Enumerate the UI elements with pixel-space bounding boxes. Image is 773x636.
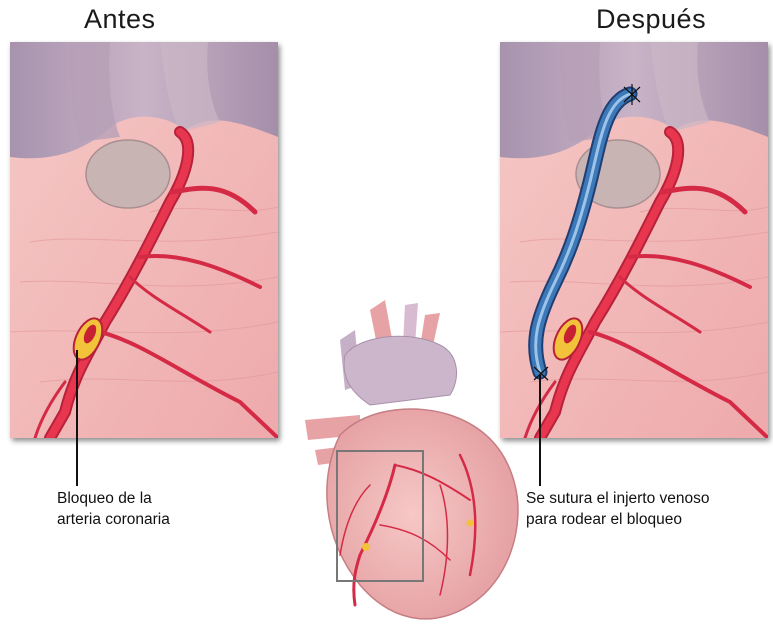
blockage-leader-line <box>76 350 78 486</box>
before-panel <box>10 42 278 438</box>
graft-leader-line <box>539 375 541 486</box>
before-illustration <box>10 42 278 438</box>
after-title: Después <box>596 4 706 35</box>
graft-caption-line2: para rodear el bloqueo <box>526 509 710 530</box>
graft-caption: Se sutura el injerto venoso para rodear … <box>526 488 710 530</box>
blockage-caption-line2: arteria coronaria <box>57 509 170 530</box>
blockage-caption-line1: Bloqueo de la <box>57 488 170 509</box>
heart-illustration <box>300 285 532 635</box>
before-title: Antes <box>84 4 156 35</box>
blockage-caption: Bloqueo de la arteria coronaria <box>57 488 170 530</box>
graft-caption-line1: Se sutura el injerto venoso <box>526 488 710 509</box>
heart-overview <box>300 285 532 635</box>
